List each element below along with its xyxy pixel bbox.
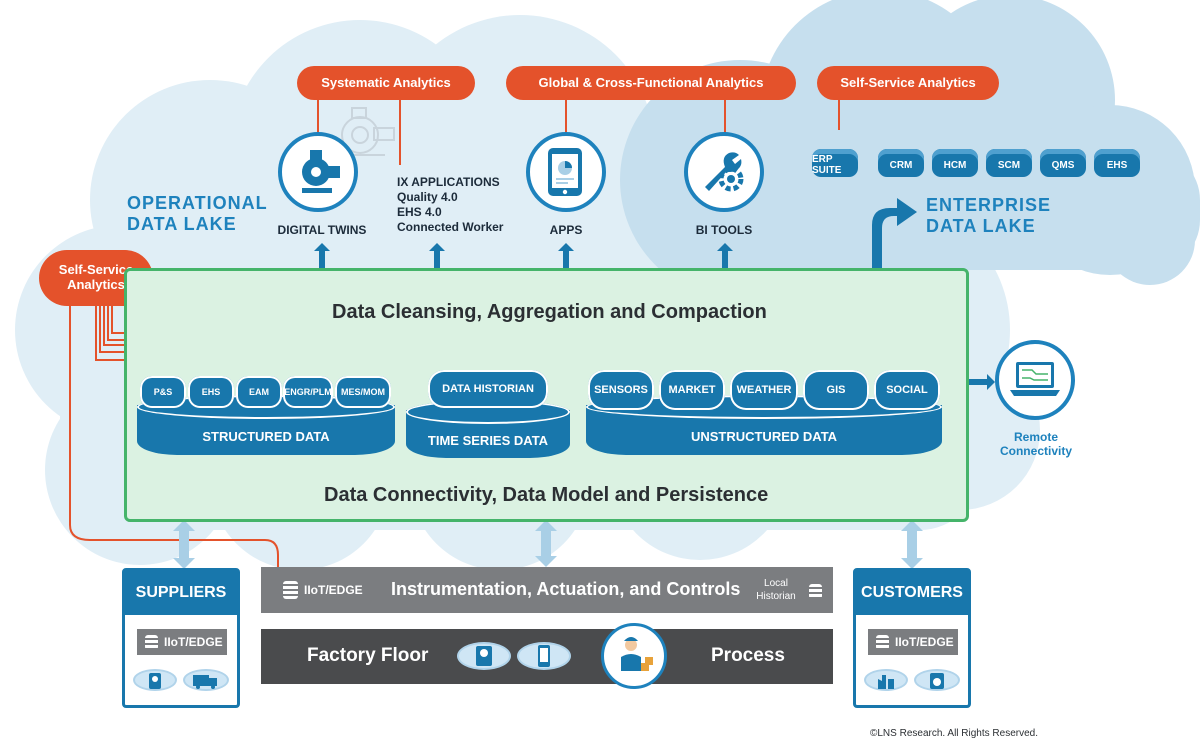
suppliers-edge-label: IIoT/EDGE <box>164 635 223 649</box>
enterprise-db-hcm: HCM <box>932 149 978 177</box>
enterprise-db-ehs: EHS <box>1094 149 1140 177</box>
factory-floor-bar: Factory Floor Process <box>261 623 833 689</box>
tablet-icon <box>548 148 582 196</box>
enterprise-db-erp: ERP SUITE <box>812 149 858 177</box>
unstructured-db-gis: GIS <box>803 370 869 410</box>
ix-title: IX APPLICATIONS <box>397 175 500 189</box>
suppliers-box: SUPPLIERS IIoT/EDGE <box>122 568 240 708</box>
wrench-gear-icon <box>705 152 744 192</box>
truck-icon <box>183 669 229 691</box>
structured-db-mes-mom: MES/MOM <box>335 376 391 408</box>
cleansing-title: Data Cleansing, Aggregation and Compacti… <box>332 301 767 323</box>
structured-db-eam: EAM <box>236 376 282 408</box>
instrumentation-title: Instrumentation, Actuation, and Controls <box>391 579 741 599</box>
database-icon <box>876 634 889 650</box>
apps-circle <box>526 132 606 212</box>
customers-box: CUSTOMERS IIoT/EDGE <box>853 568 971 708</box>
ix-item: Connected Worker <box>397 220 504 234</box>
ix-applications: IX APPLICATIONS Quality 4.0 EHS 4.0 Conn… <box>397 175 503 235</box>
enterprise-db-qms: QMS <box>1040 149 1086 177</box>
data-historian-db: DATA HISTORIAN <box>428 370 548 408</box>
process-label: Process <box>711 645 785 666</box>
enterprise-db-scm: SCM <box>986 149 1032 177</box>
washer-icon <box>914 669 960 691</box>
factory-floor-label: Factory Floor <box>307 645 429 666</box>
remote-connectivity-circle <box>995 340 1075 420</box>
self-service-analytics-top-pill: Self-Service Analytics <box>817 66 999 100</box>
suppliers-title: SUPPLIERS <box>125 571 237 615</box>
customers-title: CUSTOMERS <box>856 571 968 615</box>
ix-item: EHS 4.0 <box>397 205 442 219</box>
digital-twins-label: DIGITAL TWINS <box>277 223 367 237</box>
operational-lake-title: OPERATIONAL DATA LAKE <box>127 193 268 234</box>
factory-icon <box>864 669 908 691</box>
structured-db-ehs: EHS <box>188 376 234 408</box>
gauge-icon <box>133 669 177 691</box>
pump-icon <box>302 150 340 193</box>
suppliers-edge-tag: IIoT/EDGE <box>137 629 227 655</box>
bi-tools-label: BI TOOLS <box>695 223 753 237</box>
ix-item: Quality 4.0 <box>397 190 458 204</box>
worker-icon <box>601 623 667 689</box>
unstructured-db-weather: WEATHER <box>730 370 798 410</box>
bi-tools-circle <box>684 132 764 212</box>
unstructured-db-social: SOCIAL <box>874 370 940 410</box>
instrumentation-edge-label: IIoT/EDGE <box>304 583 363 597</box>
connectivity-title: Data Connectivity, Data Model and Persis… <box>324 484 769 506</box>
structured-db-ps: P&S <box>140 376 186 408</box>
instrumentation-bar: IIoT/EDGE Instrumentation, Actuation, an… <box>261 567 833 613</box>
instrumentation-edge-tag: IIoT/EDGE <box>283 581 363 599</box>
gauge-icon <box>457 642 511 670</box>
phone-icon <box>517 642 571 670</box>
digital-twins-circle <box>278 132 358 212</box>
local-historian-label: Local Historian <box>756 578 796 602</box>
enterprise-lake-title: ENTERPRISE DATA LAKE <box>926 195 1052 236</box>
customers-edge-label: IIoT/EDGE <box>895 635 954 649</box>
laptop-icon <box>1010 362 1060 396</box>
database-icon <box>809 584 822 599</box>
unstructured-db-market: MARKET <box>659 370 725 410</box>
remote-connectivity-label: Remote Connectivity <box>999 430 1072 458</box>
enterprise-db-crm: CRM <box>878 149 924 177</box>
apps-label: APPS <box>549 223 583 237</box>
customers-edge-tag: IIoT/EDGE <box>868 629 958 655</box>
structured-db-engr-plm: ENGR/PLM <box>283 376 333 408</box>
database-icon <box>283 581 298 599</box>
copyright-text: ©LNS Research. All Rights Reserved. <box>870 728 1038 739</box>
database-icon <box>145 634 158 650</box>
unstructured-db-sensors: SENSORS <box>588 370 654 410</box>
systematic-analytics-pill: Systematic Analytics <box>297 66 475 100</box>
global-analytics-pill: Global & Cross-Functional Analytics <box>506 66 796 100</box>
